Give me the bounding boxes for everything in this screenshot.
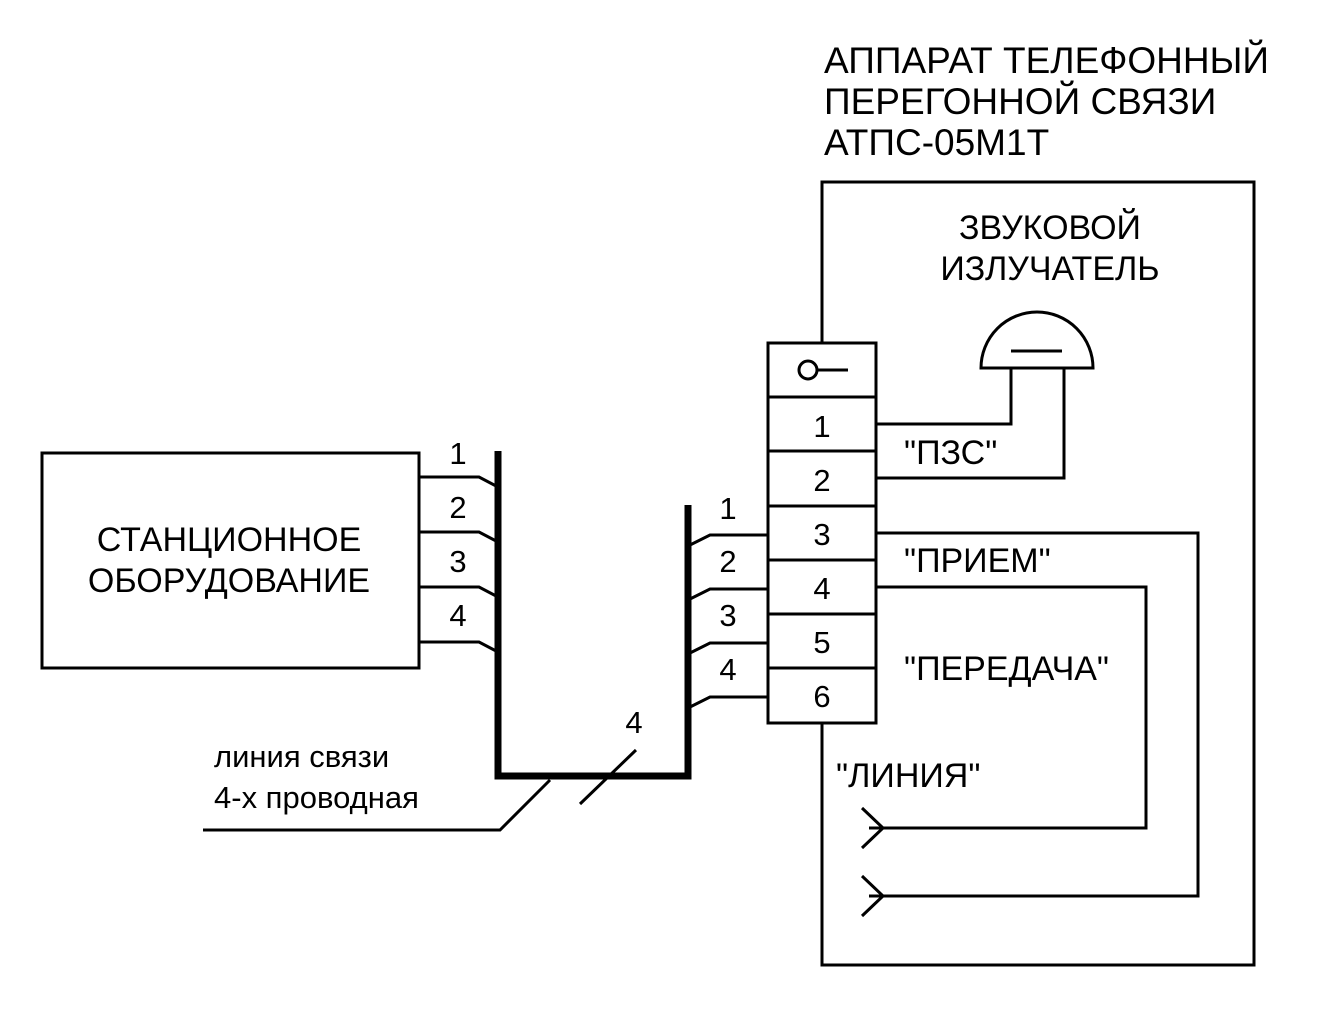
- line-loops: [860, 531, 1200, 918]
- ground-terminal-icon: [797, 359, 848, 381]
- cable-wire-count-slash: [578, 748, 638, 806]
- cable-label-line2: 4-х проводная: [214, 780, 419, 815]
- terminal-block: 1 2 3 4 5 6: [766, 341, 878, 725]
- station-wire-number: 3: [449, 544, 466, 579]
- terminal-number: 1: [813, 409, 830, 444]
- device-wire: [687, 587, 768, 602]
- terminal-number: 5: [813, 625, 830, 660]
- terminal-number: 2: [813, 463, 830, 498]
- device-wire-number: 4: [719, 652, 736, 687]
- speaker-lead: [876, 368, 1066, 480]
- station-wires: 1 2 3 4: [419, 436, 499, 654]
- priem-loop: [869, 531, 1200, 898]
- device-title-line2: ПЕРЕГОННОЙ СВЯЗИ: [824, 80, 1216, 122]
- signal-label-priem: "ПРИЕМ": [904, 542, 1051, 580]
- device-enclosure-outline: [820, 180, 1256, 967]
- cable-label-line1: линия связи: [214, 739, 389, 774]
- station-wire: [419, 530, 499, 544]
- signal-labels: "ПЗС" "ПРИЕМ" "ПЕРЕДАЧА" "ЛИНИЯ": [836, 434, 1109, 795]
- peredacha-loop: [869, 585, 1148, 830]
- cable-bus: 4 линия связи 4-х проводная: [203, 451, 692, 832]
- line-connector-icon: [860, 874, 886, 918]
- cable-bus-line: [494, 451, 692, 780]
- station-wire: [419, 640, 499, 654]
- speaker-dome: [979, 310, 1095, 370]
- device-wire-number: 2: [719, 544, 736, 579]
- station-equipment: СТАНЦИОННОЕ ОБОРУДОВАНИЕ: [40, 451, 421, 670]
- device-wire-number: 3: [719, 598, 736, 633]
- speaker-label-line2: ИЗЛУЧАТЕЛЬ: [940, 250, 1159, 288]
- device-wires: 1 2 3 4: [687, 491, 768, 710]
- station-equipment-label-line1: СТАНЦИОННОЕ: [97, 521, 362, 559]
- station-equipment-label-line2: ОБОРУДОВАНИЕ: [88, 562, 370, 600]
- signal-label-peredacha: "ПЕРЕДАЧА": [904, 650, 1109, 688]
- station-wire: [419, 585, 499, 599]
- device-title: АППАРАТ ТЕЛЕФОННЫЙ ПЕРЕГОННОЙ СВЯЗИ АТПС…: [824, 39, 1269, 163]
- device-enclosure: ЗВУКОВОЙ ИЗЛУЧАТЕЛЬ: [820, 180, 1256, 967]
- device-wire: [687, 695, 768, 710]
- device-wire: [687, 533, 768, 548]
- station-wire-number: 2: [449, 490, 466, 525]
- signal-label-liniya: "ЛИНИЯ": [836, 757, 980, 795]
- terminal-block-frame: [766, 341, 878, 725]
- cable-wire-count: 4: [625, 705, 642, 740]
- speaker-lead: [876, 368, 1013, 426]
- device-title-line3: АТПС-05М1Т: [824, 122, 1049, 163]
- terminal-number: 6: [813, 679, 830, 714]
- station-wire: [419, 475, 499, 489]
- speaker-icon: [876, 310, 1095, 480]
- station-equipment-box: [40, 451, 421, 670]
- station-wire-number: 4: [449, 598, 466, 633]
- cable-label-leader: [203, 778, 552, 832]
- station-wire-number: 1: [449, 436, 466, 471]
- terminal-number: 3: [813, 517, 830, 552]
- terminal-number: 4: [813, 571, 830, 606]
- speaker-label-line1: ЗВУКОВОЙ: [959, 209, 1141, 247]
- device-title-line1: АППАРАТ ТЕЛЕФОННЫЙ: [824, 39, 1269, 81]
- line-connector-icon: [860, 806, 886, 850]
- device-wire: [687, 641, 768, 656]
- device-wire-number: 1: [719, 491, 736, 526]
- signal-label-pzs: "ПЗС": [904, 434, 997, 472]
